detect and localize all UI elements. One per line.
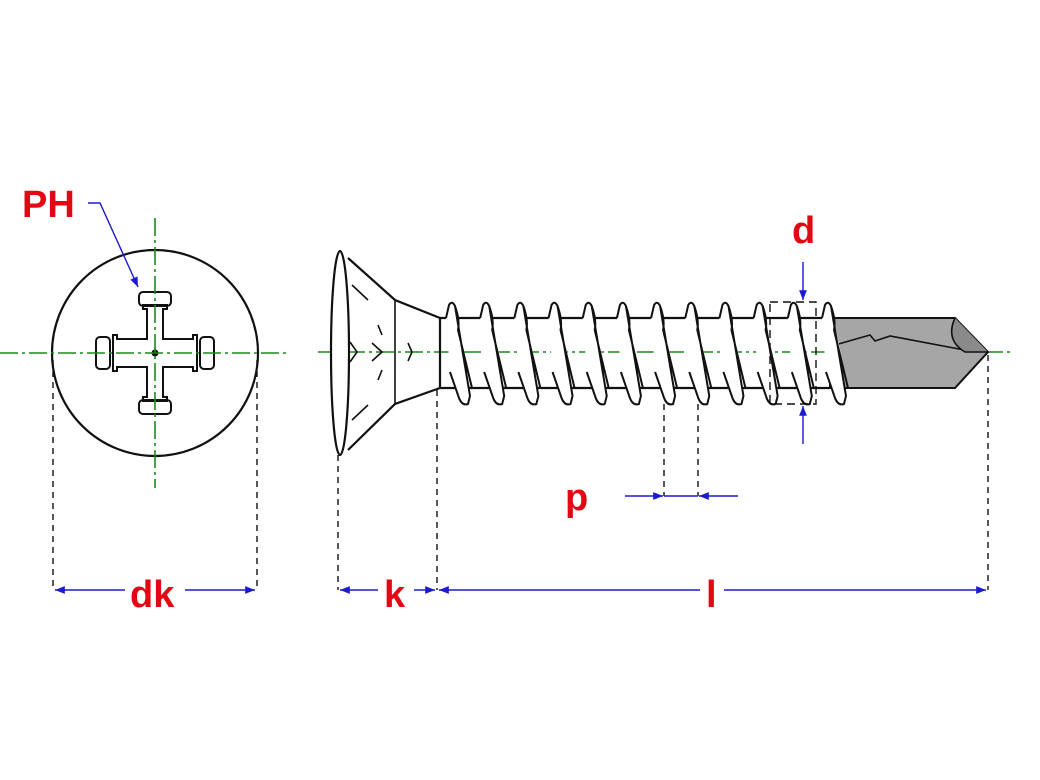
label-k: k <box>384 574 406 616</box>
thread-crest <box>786 301 815 406</box>
ph-leader-arrow <box>88 202 139 288</box>
countersunk-head <box>347 257 442 451</box>
screw-side-view <box>318 249 1010 594</box>
threads <box>445 301 849 406</box>
thread-crest <box>445 301 473 406</box>
thread-crest <box>821 301 849 406</box>
head-top-view <box>0 202 290 594</box>
thread-crest <box>615 301 644 406</box>
label-ph: PH <box>22 184 75 226</box>
thread-crest <box>479 301 508 406</box>
thread-crest <box>547 301 576 406</box>
label-l: l <box>706 574 717 616</box>
thread-crest <box>650 301 679 406</box>
thread-crest <box>718 301 747 406</box>
label-d: d <box>792 210 815 252</box>
thread-crest <box>752 301 781 406</box>
thread-crest <box>581 301 610 406</box>
label-dk: dk <box>130 574 175 616</box>
thread-crest <box>513 301 542 406</box>
thread-crest <box>684 301 713 406</box>
label-p: p <box>565 477 588 519</box>
